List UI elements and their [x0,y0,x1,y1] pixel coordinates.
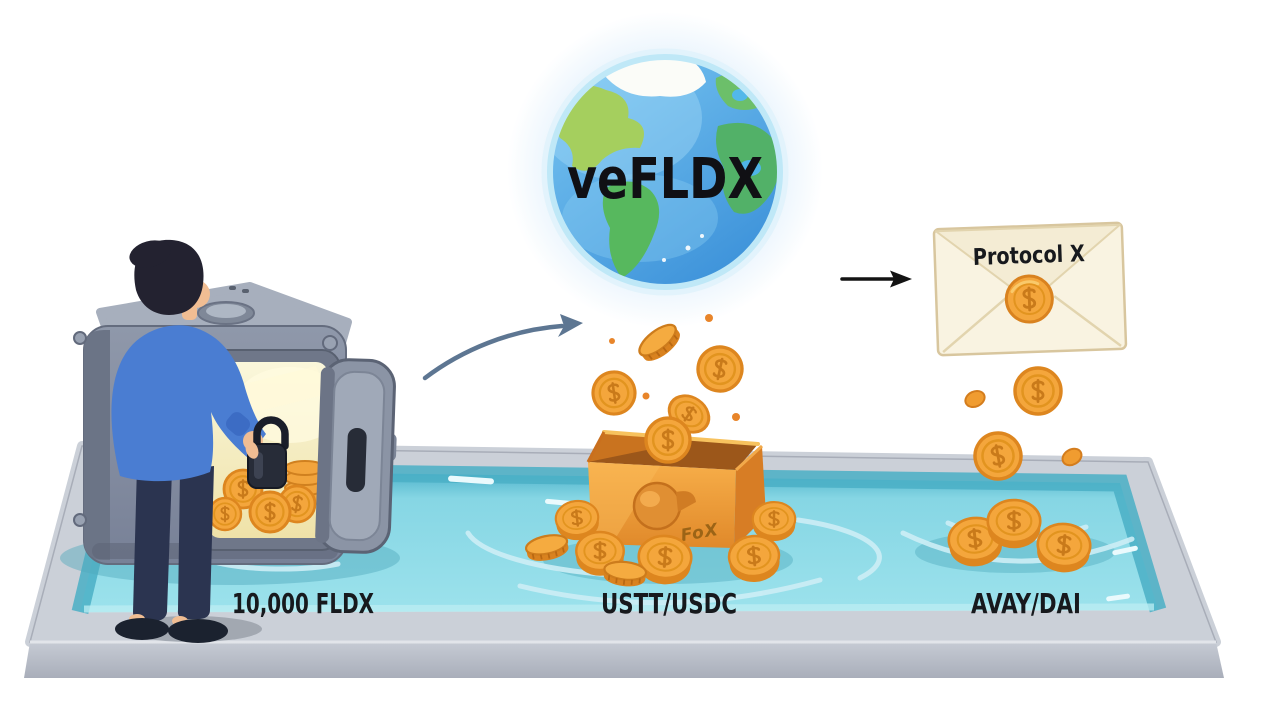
arrowhead-icon [558,314,583,337]
arrowhead-icon [890,270,912,288]
coin-sparks [609,314,740,421]
globe-earth-icon: veFLDX [541,48,789,296]
falling-coins-middle [590,314,746,462]
padlock-icon [245,416,289,489]
person-holding-padlock-figure [111,239,289,643]
person-shoe [168,619,228,643]
person-leg [177,466,214,619]
person-leg [133,466,172,621]
arrow-vault-to-globe [422,314,583,381]
pool-label-fldx: 10,000 FLDX [232,587,374,620]
door-slot [346,428,367,493]
arrow-globe-to-protocol [840,270,912,288]
envelope-icon: Protocol X [932,221,1128,357]
pool-front-face [24,642,1224,678]
box-hole [632,481,682,531]
coin-icon [1015,368,1061,414]
envelope-label: Protocol X [972,241,1085,271]
coin-icon [646,418,690,462]
person-sweater [111,325,266,482]
globe-label: veFLDX [567,147,763,212]
vault-door [315,358,397,554]
pool-label-ustt-usdc: USTT/USDC [601,587,737,620]
dollar-coin-seal-icon [1004,274,1054,324]
coin-icon [988,500,1041,548]
vault-knob [197,301,255,325]
coin-box-icon: FoX [586,430,766,548]
person-shoe [115,618,169,640]
pool-label-avay-dai: AVAY/DAI [971,587,1081,620]
water-sparkles [448,475,1138,602]
